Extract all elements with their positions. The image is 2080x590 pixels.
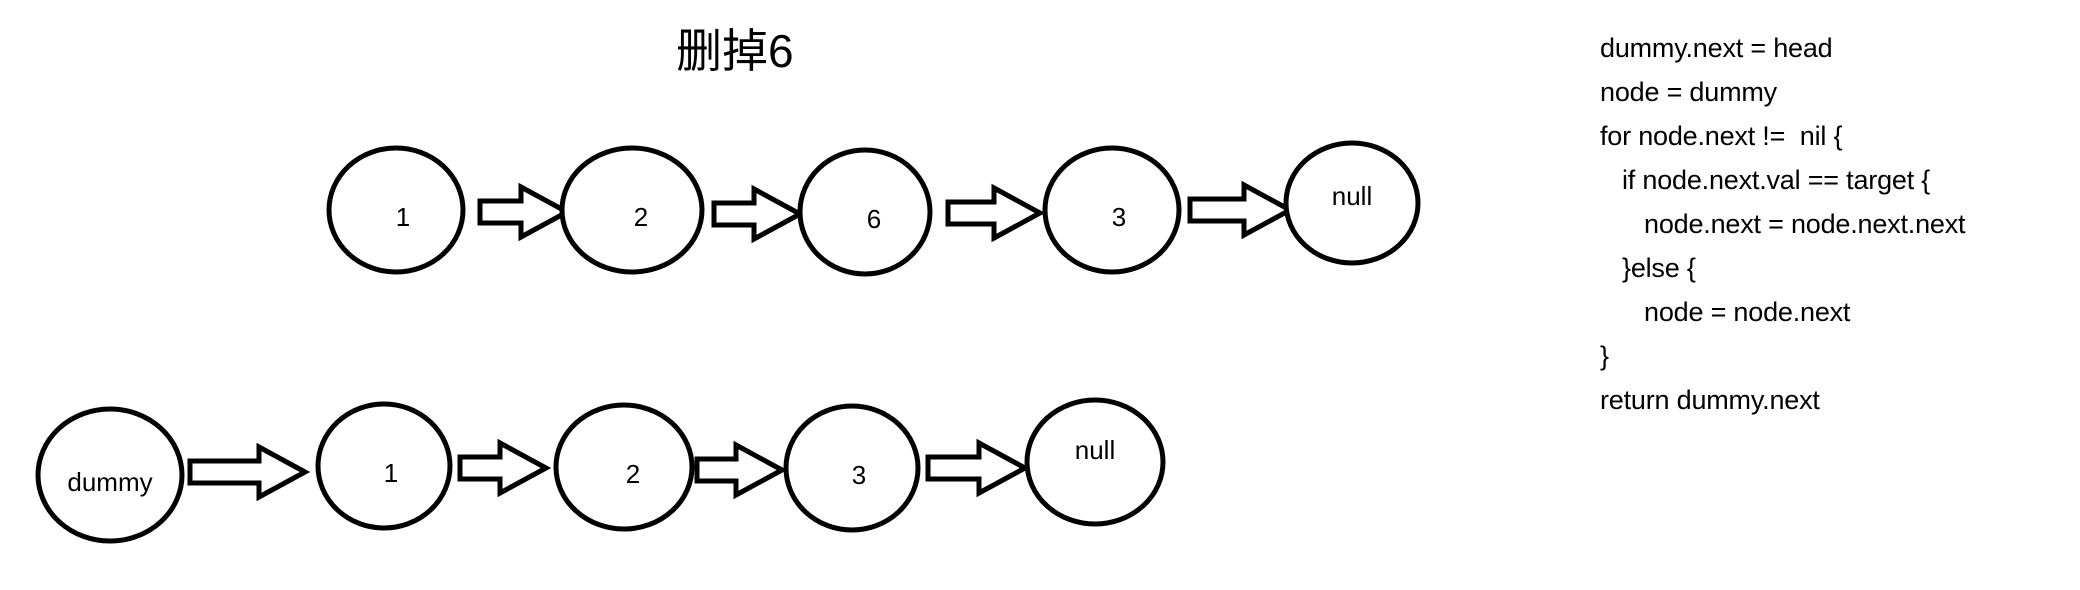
node-value-label: null [1075, 435, 1115, 465]
next-pointer-arrow-icon [1187, 180, 1296, 240]
node-circle [797, 147, 933, 277]
code-line: } [1600, 341, 1609, 371]
list-node[interactable]: 1 [315, 401, 453, 531]
node-value-label: 2 [626, 459, 640, 489]
next-pointer-arrow-icon [711, 184, 806, 244]
code-line: return dummy.next [1600, 385, 1820, 415]
page-title: 删掉6 [676, 25, 794, 77]
next-pointer-arrow-icon [694, 440, 788, 500]
node-value-label: 3 [1112, 202, 1126, 232]
list-node[interactable]: null [1283, 140, 1421, 266]
list-node[interactable]: 3 [783, 403, 921, 533]
list-node[interactable]: 1 [326, 145, 466, 275]
list-node[interactable]: 2 [559, 145, 705, 275]
node-value-label: 2 [634, 202, 648, 232]
node-value-label: 3 [852, 460, 866, 490]
node-circle [553, 402, 695, 532]
code-line: node = node.next [1644, 297, 1851, 327]
list-node[interactable]: 6 [797, 147, 933, 277]
node-value-label: 1 [396, 202, 410, 232]
next-pointer-arrow-icon [187, 442, 311, 502]
node-circle [1283, 140, 1421, 266]
node-value-label: 1 [384, 458, 398, 488]
node-value-label: null [1332, 181, 1372, 211]
node-circle [559, 145, 705, 275]
list-node[interactable]: null [1024, 397, 1166, 527]
code-line: if node.next.val == target { [1622, 165, 1931, 195]
next-pointer-arrow-icon [925, 438, 1031, 498]
node-value-label: 6 [867, 204, 881, 234]
node-circle [326, 145, 466, 275]
code-line: node.next = node.next.next [1644, 209, 1966, 239]
node-circle [783, 403, 921, 533]
next-pointer-arrow-icon [945, 183, 1046, 243]
list-node[interactable]: dummy [35, 406, 185, 544]
list-node[interactable]: 2 [553, 402, 695, 532]
list-row-dummy-list: dummy 1 2 3 null [35, 397, 1166, 544]
node-circle [1042, 145, 1182, 275]
code-line: }else { [1622, 253, 1696, 283]
node-circle [1024, 397, 1166, 527]
code-line: node = dummy [1600, 77, 1777, 107]
code-line: for node.next != nil { [1600, 121, 1843, 151]
next-pointer-arrow-icon [457, 438, 552, 498]
next-pointer-arrow-icon [477, 182, 573, 242]
code-block: dummy.next = head node = dummy for node.ne… [1600, 26, 2070, 422]
code-line: dummy.next = head [1600, 33, 1833, 63]
list-row-original-list: 1 2 6 3 null [326, 140, 1421, 277]
list-node[interactable]: 3 [1042, 145, 1182, 275]
node-value-label: dummy [67, 467, 152, 497]
node-circle [315, 401, 453, 531]
node-circle [35, 406, 185, 544]
